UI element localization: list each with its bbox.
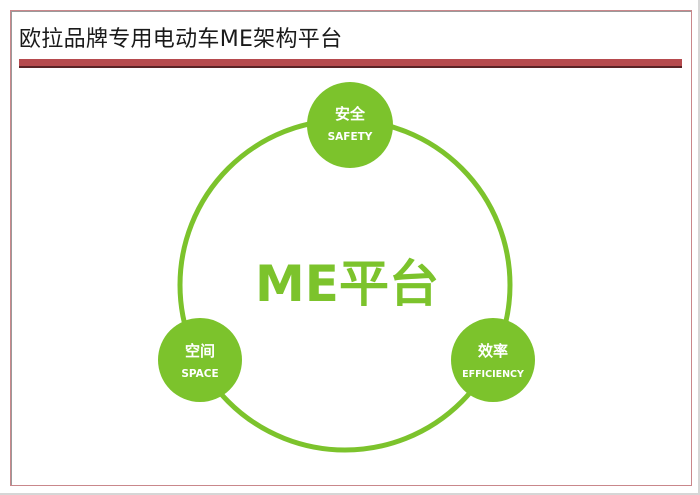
- node-efficiency-label-cn: 效率: [478, 342, 508, 360]
- node-space-label-cn: 空间: [185, 342, 215, 360]
- node-safety-label-cn: 安全: [335, 105, 366, 123]
- title-underline-bar: [19, 59, 682, 68]
- node-safety: 安全 SAFETY: [307, 82, 393, 168]
- center-label: ME平台: [255, 255, 439, 313]
- page-title: 欧拉品牌专用电动车ME架构平台: [19, 27, 343, 52]
- node-efficiency-label-en: EFFICIENCY: [462, 369, 524, 380]
- node-safety-circle: [307, 82, 393, 168]
- node-space-label-en: SPACE: [181, 368, 218, 380]
- node-space-circle: [158, 318, 242, 402]
- node-space: 空间 SPACE: [158, 318, 242, 402]
- node-efficiency-circle: [451, 318, 535, 402]
- node-efficiency: 效率 EFFICIENCY: [451, 318, 535, 402]
- node-safety-label-en: SAFETY: [328, 131, 373, 143]
